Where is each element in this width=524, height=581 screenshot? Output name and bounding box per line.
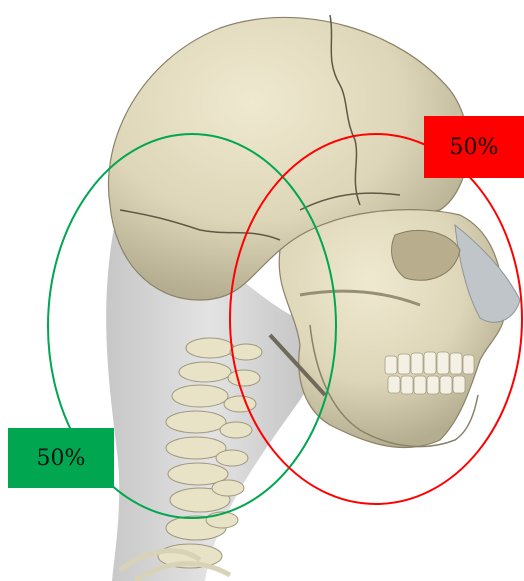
red-percentage-label: 50% xyxy=(424,116,524,178)
green-percentage-label: 50% xyxy=(8,428,114,488)
teeth xyxy=(385,352,474,394)
